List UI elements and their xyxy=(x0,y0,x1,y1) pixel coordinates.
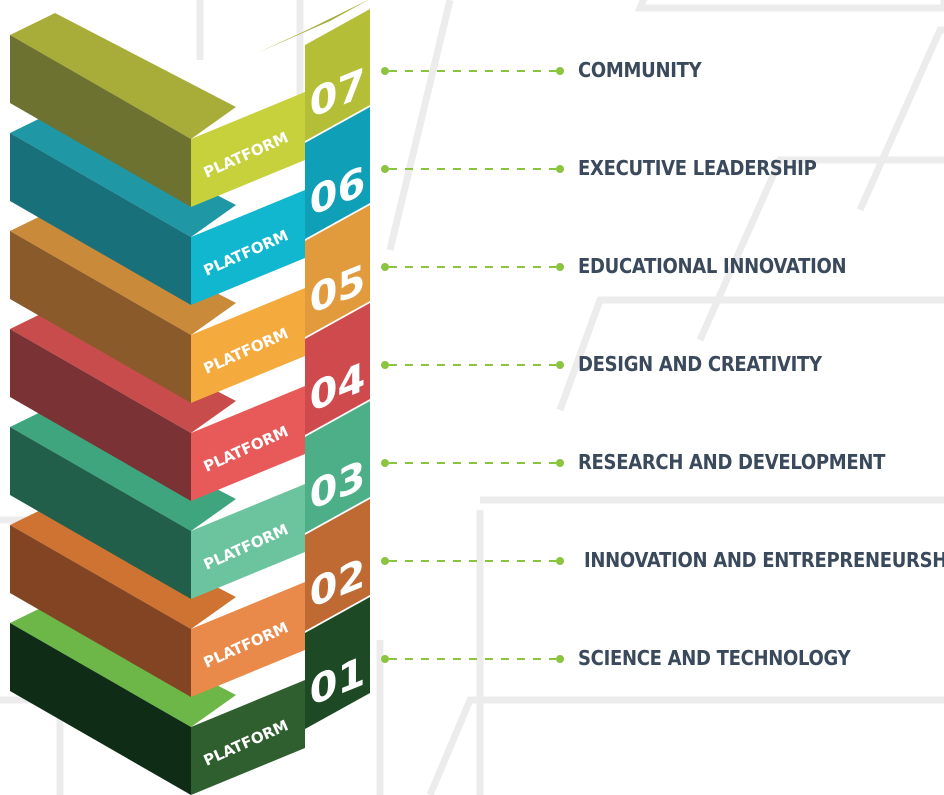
connector-dot-end xyxy=(556,459,564,467)
block-side-face xyxy=(10,427,191,599)
connector-dot-end xyxy=(556,557,564,565)
block-top-face xyxy=(10,209,236,335)
block-side-face xyxy=(10,525,191,697)
connector-dot-end xyxy=(556,655,564,663)
background-line xyxy=(556,296,944,412)
background-line xyxy=(856,26,944,212)
number-pillar-face xyxy=(305,303,370,435)
block-side-face xyxy=(10,623,191,795)
connector-dot-start xyxy=(381,557,389,565)
background-line xyxy=(696,156,944,342)
connector-05 xyxy=(381,263,564,271)
connector-dot-end xyxy=(556,67,564,75)
connector-03 xyxy=(381,459,564,467)
connector-dot-start xyxy=(381,67,389,75)
block-side-face xyxy=(10,231,191,403)
connector-dot-end xyxy=(556,361,564,369)
number-pillar-face xyxy=(305,499,370,631)
block-front-face xyxy=(191,582,305,697)
connector-02 xyxy=(381,557,564,565)
number-pillar-face xyxy=(305,597,370,729)
platform-label-07: COMMUNITY xyxy=(578,58,702,83)
block-front-face xyxy=(191,680,305,795)
number-pillar-face xyxy=(305,401,370,533)
connector-04 xyxy=(381,361,564,369)
connector-dot-start xyxy=(381,361,389,369)
connector-06 xyxy=(381,165,564,173)
block-front-face xyxy=(191,288,305,403)
background-line xyxy=(634,0,944,12)
platform-label-06: EXECUTIVE LEADERSHIP xyxy=(578,156,817,181)
block-side-face xyxy=(10,35,191,207)
connector-dot-end xyxy=(556,263,564,271)
platform-label-05: EDUCATIONAL INNOVATION xyxy=(578,254,847,279)
block-top-face xyxy=(10,307,236,433)
block-front-face xyxy=(191,484,305,599)
platform-label-04: DESIGN AND CREATIVITY xyxy=(578,352,822,377)
block-front-face xyxy=(191,92,305,207)
connector-dot-start xyxy=(381,655,389,663)
background-line xyxy=(426,696,944,795)
background-line xyxy=(386,0,454,251)
platform-label-02: INNOVATION AND ENTREPRENEURSHIP xyxy=(584,548,944,573)
block-front-face xyxy=(191,190,305,305)
connector-dot-start xyxy=(381,459,389,467)
block-top-face xyxy=(10,601,236,727)
block-front-face xyxy=(191,386,305,501)
block-top-face xyxy=(10,13,236,139)
platform-label-01: SCIENCE AND TECHNOLOGY xyxy=(578,646,851,671)
platform-blocks: PLATFORM01PLATFORM02PLATFORM03PLATFORM04… xyxy=(10,0,370,795)
block-top-face xyxy=(10,405,236,531)
number-pillar-face xyxy=(305,9,370,141)
block-top-face xyxy=(10,111,236,237)
connector-07 xyxy=(381,67,564,75)
connector-dot-start xyxy=(381,263,389,271)
number-pillar-face xyxy=(305,107,370,239)
platform-label-03: RESEARCH AND DEVELOPMENT xyxy=(578,450,886,475)
connector-01 xyxy=(381,655,564,663)
block-side-face xyxy=(10,133,191,305)
block-side-face xyxy=(10,329,191,501)
connector-dot-start xyxy=(381,165,389,173)
connector-dot-end xyxy=(556,165,564,173)
connectors xyxy=(381,67,564,663)
number-pillar-face xyxy=(305,205,370,337)
block-top-face xyxy=(10,503,236,629)
